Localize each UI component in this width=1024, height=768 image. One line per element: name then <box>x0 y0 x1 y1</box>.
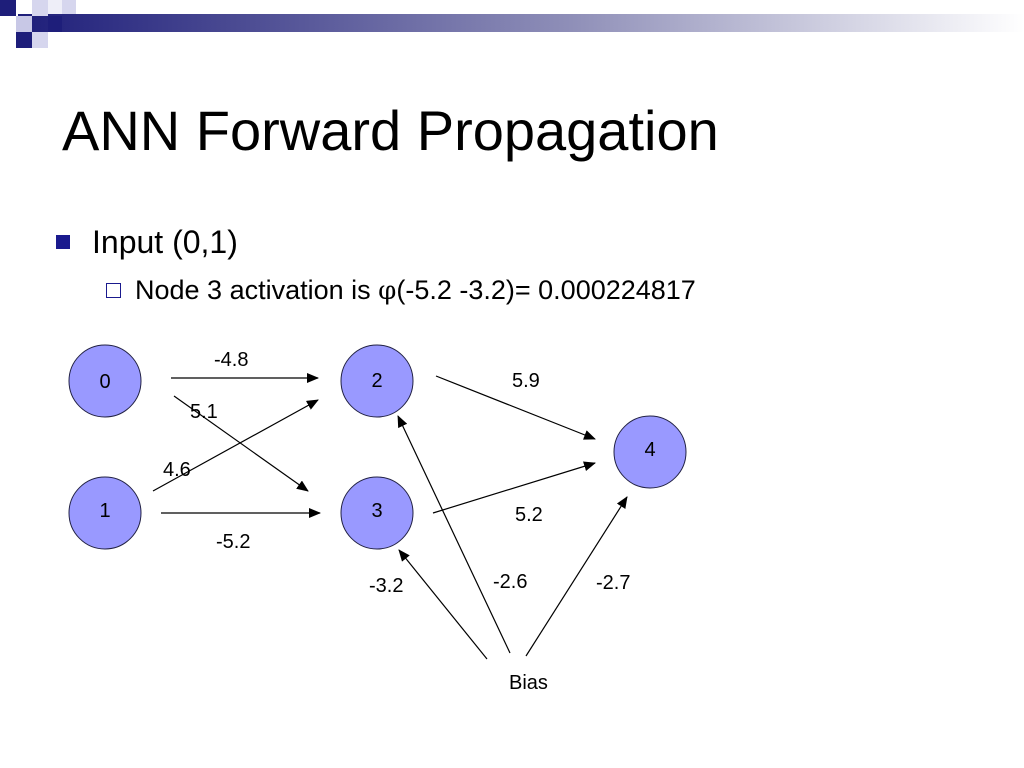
activation-suffix: (-5.2 -3.2)= 0.000224817 <box>396 274 696 305</box>
weight-bias-4-label: -2.7 <box>596 572 630 594</box>
weight-1-2-label: 4.6 <box>163 459 191 481</box>
sub-bullet-activation: Node 3 activation is φ(-5.2 -3.2)= 0.000… <box>106 274 696 306</box>
edge-3-to-4 <box>432 461 596 514</box>
weight-bias-2-label: -2.6 <box>493 571 527 593</box>
node-1-label: 1 <box>99 500 110 522</box>
node-3-circle <box>340 476 414 550</box>
weight-bias-3-label: -3.2 <box>369 575 403 597</box>
node-1-circle <box>68 476 142 550</box>
bias-label: Bias <box>509 672 548 694</box>
header-decoration <box>0 0 1024 48</box>
edge-1-to-2 <box>152 399 319 492</box>
node-2-circle <box>340 344 414 418</box>
edge-bias-to-3 <box>398 549 488 660</box>
hollow-square-bullet-icon <box>106 282 121 298</box>
slide-title: ANN Forward Propagation <box>62 99 719 162</box>
edge-2-to-4 <box>435 375 596 440</box>
phi-symbol: φ <box>378 275 397 306</box>
node-2-label: 2 <box>371 370 382 392</box>
weight-0-3-label: 5.1 <box>190 401 218 423</box>
node-3-label: 3 <box>371 500 382 522</box>
weight-3-4-label: 5.2 <box>515 504 543 526</box>
sub-bullet-activation-text: Node 3 activation is φ(-5.2 -3.2)= 0.000… <box>135 275 696 306</box>
weight-2-4-label: 5.9 <box>512 370 540 392</box>
square-bullet-icon <box>56 235 70 249</box>
bullet-input-text: Input (0,1) <box>92 223 238 260</box>
node-0-label: 0 <box>99 371 110 393</box>
node-0-circle <box>68 344 142 418</box>
bullet-input: Input (0,1) <box>56 224 238 260</box>
edge-bias-to-2 <box>397 415 511 654</box>
weight-0-2-label: -4.8 <box>214 349 248 371</box>
node-4-circle <box>613 415 687 489</box>
weight-1-3-label: -5.2 <box>216 531 250 553</box>
edge-0-to-3 <box>173 395 309 492</box>
edge-bias-to-4 <box>525 496 628 657</box>
node-4-label: 4 <box>644 439 655 461</box>
activation-prefix: Node 3 activation is <box>135 274 379 305</box>
